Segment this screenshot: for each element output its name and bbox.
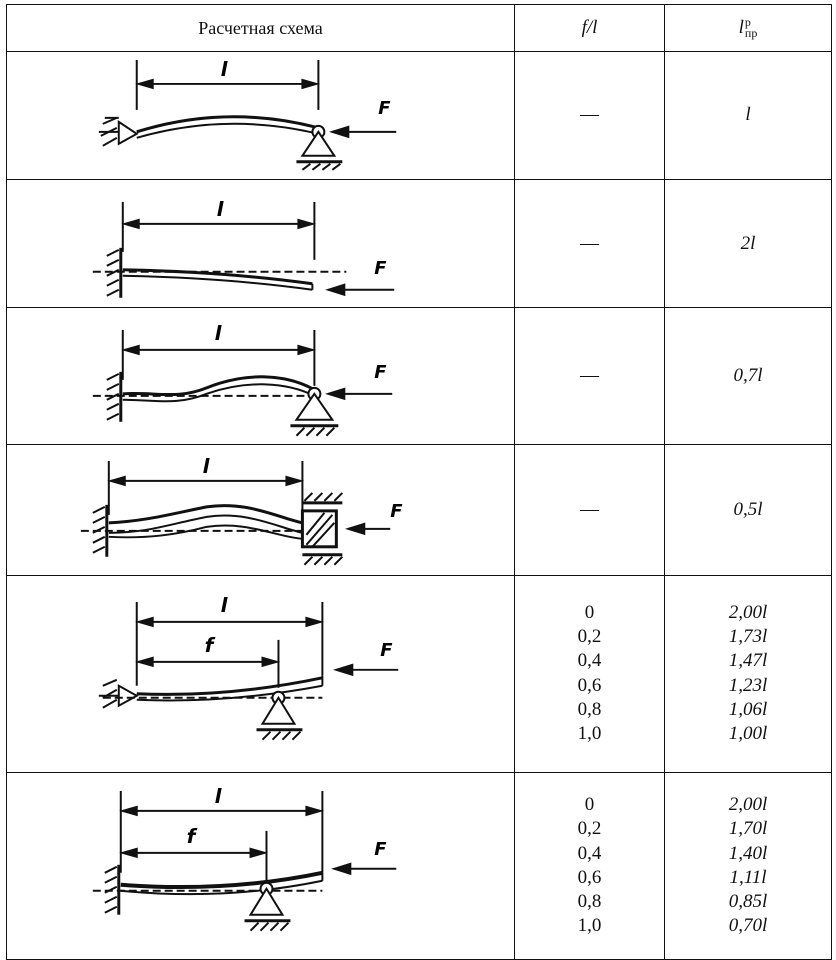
scheme-diagram: l F: [92, 321, 393, 437]
scheme-fixed-intermediate: l f F: [6, 771, 515, 960]
length-value: 1,70l: [728, 818, 768, 840]
force-label: F: [390, 501, 403, 522]
length-value: 1,11l: [729, 866, 767, 888]
ratio-cell: —: [514, 51, 665, 180]
length-label: l: [215, 783, 223, 807]
force-label: F: [374, 362, 387, 383]
length-cell: 0,5l: [664, 444, 832, 576]
length-value: 1,06l: [728, 699, 768, 721]
ratio-value: 0: [584, 601, 595, 623]
scheme-fixed-fixed: l F: [6, 444, 515, 576]
force-label: F: [380, 640, 393, 661]
offset-label: f: [187, 823, 198, 847]
length-cell: 0,7l: [664, 307, 832, 446]
scheme-diagram: l f F: [98, 593, 399, 741]
ratio-value: 0,4: [577, 842, 602, 864]
table-row: l f F 0 0,2 0,4 0,6 0,8 1,0 2,00l 1,73l …: [6, 574, 832, 773]
table-row: l f F 0 0,2 0,4 0,6 0,8 1,0 2,00l 1,70l …: [6, 771, 832, 960]
ratio-value: 0,8: [577, 891, 602, 913]
length-value: 1,73l: [728, 626, 768, 648]
offset-label: f: [205, 633, 216, 657]
table-row: l F — 0,5l: [6, 444, 832, 576]
scheme-fixed-pinned: l F: [6, 307, 515, 446]
ratio-value: 0,8: [577, 699, 602, 721]
ratio-cell: 0 0,2 0,4 0,6 0,8 1,0: [514, 574, 665, 773]
length-value: 0,7l: [733, 365, 763, 387]
header-ratio: f/l: [514, 4, 665, 52]
scheme-pinned-pinned: l F: [6, 51, 515, 180]
length-label: l: [221, 57, 229, 81]
length-value: 0,85l: [728, 891, 768, 913]
scheme-diagram: l F: [98, 57, 397, 171]
length-value: 1,47l: [728, 650, 768, 672]
scheme-diagram: l F: [92, 197, 395, 298]
length-cell: l: [664, 51, 832, 180]
length-label: l: [221, 593, 229, 617]
ratio-value: 0,2: [577, 818, 602, 840]
scheme-diagram: l f F: [92, 783, 397, 931]
ratio-cell: —: [514, 307, 665, 446]
length-value: 0,5l: [733, 499, 763, 521]
ratio-value: 0,6: [577, 866, 602, 888]
scheme-diagram: l F: [80, 454, 403, 566]
force-label: F: [378, 98, 391, 119]
length-cell: 2,00l 1,70l 1,40l 1,11l 0,85l 0,70l: [664, 771, 832, 960]
length-value: 1,40l: [728, 842, 768, 864]
ratio-value: 0,4: [577, 650, 602, 672]
ratio-value: 0: [584, 793, 595, 815]
header-length-sub: пр: [744, 26, 758, 41]
header-ratio-text: f/l: [581, 17, 598, 38]
ratio-value: 0,2: [577, 626, 602, 648]
table-row: l F — l: [6, 51, 832, 180]
ratio-cell: —: [514, 444, 665, 576]
force-label: F: [374, 258, 387, 279]
length-cell: 2,00l 1,73l 1,47l 1,23l 1,06l 1,00l: [664, 574, 832, 773]
length-value: 2,00l: [728, 601, 768, 623]
ratio-value: 0,6: [577, 674, 602, 696]
length-label: l: [215, 321, 223, 345]
scheme-fixed-free: l F: [6, 178, 515, 309]
length-value: 2,00l: [728, 793, 768, 815]
ratio-cell: 0 0,2 0,4 0,6 0,8 1,0: [514, 771, 665, 960]
ratio-value: 1,0: [577, 723, 602, 745]
header-length-main: l: [738, 16, 744, 38]
length-value: 1,00l: [728, 723, 768, 745]
ratio-value: 1,0: [577, 915, 602, 937]
header-scheme: Расчетная схема: [6, 4, 515, 52]
length-cell: 2l: [664, 178, 832, 309]
scheme-pinned-intermediate: l f F: [6, 574, 515, 773]
header-length-sup: p: [744, 15, 751, 30]
length-value: 1,23l: [728, 674, 768, 696]
length-label: l: [217, 197, 225, 221]
length-value: 0,70l: [728, 915, 768, 937]
force-label: F: [374, 838, 387, 859]
length-label: l: [203, 454, 211, 478]
table-row: l F — 2l: [6, 178, 832, 309]
table-row: l F — 0,7l: [6, 307, 832, 446]
ratio-cell: —: [514, 178, 665, 309]
